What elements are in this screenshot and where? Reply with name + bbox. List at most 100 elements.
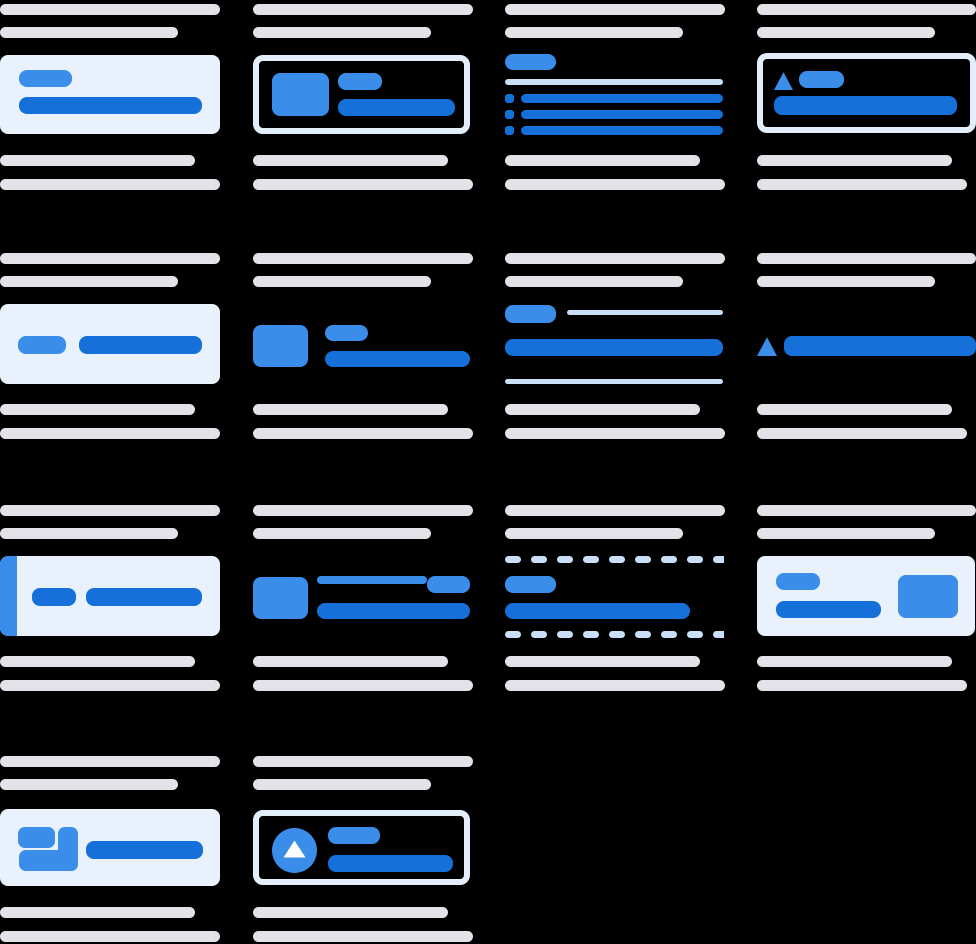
label-pill — [18, 336, 66, 354]
callout-dashed-section — [505, 556, 725, 640]
callout-heading-list — [505, 54, 725, 136]
wireframe-cell — [505, 501, 725, 693]
wireframe-cell — [0, 501, 220, 693]
thumbnail-icon — [272, 73, 329, 116]
callout-filled-compound — [0, 809, 220, 886]
title-pill — [328, 827, 380, 844]
paragraph-line — [505, 528, 683, 539]
paragraph-line — [0, 179, 220, 190]
wireframe-cell — [0, 752, 220, 944]
dashed-rule — [505, 556, 724, 563]
triangle-up-icon — [283, 840, 306, 858]
title-pill — [505, 54, 556, 70]
wireframe-cell — [253, 249, 473, 441]
text-bar — [79, 336, 202, 354]
wireframe-cell — [757, 501, 976, 693]
text-bar — [328, 855, 453, 872]
title-pill — [776, 573, 820, 590]
paragraph-line — [253, 253, 473, 264]
paragraph-line — [505, 656, 700, 667]
paragraph-line — [757, 404, 952, 415]
paragraph-line — [253, 756, 473, 767]
paragraph-line — [505, 505, 725, 516]
paragraph-line — [0, 756, 220, 767]
paragraph-line — [253, 404, 448, 415]
paragraph-line — [253, 505, 473, 516]
callout-outlined-panel — [253, 55, 470, 134]
callout-filled-accent — [0, 556, 220, 636]
text-bar — [86, 841, 203, 859]
rule-line — [505, 379, 723, 384]
text-bar — [86, 588, 202, 606]
warning-triangle-icon — [757, 337, 777, 356]
paragraph-line — [757, 656, 952, 667]
list-text-bar — [521, 110, 723, 119]
paragraph-line — [253, 680, 473, 691]
paragraph-line — [505, 179, 725, 190]
rule-line — [567, 310, 723, 315]
title-pill — [505, 576, 556, 593]
paragraph-line — [757, 276, 935, 287]
accent-stripe — [0, 556, 17, 636]
paragraph-line — [0, 505, 220, 516]
chip-pill — [427, 576, 470, 593]
label-pill — [32, 588, 76, 606]
title-pill — [505, 305, 556, 323]
text-bar — [317, 603, 470, 619]
paragraph-line — [253, 656, 448, 667]
wireframe-cell — [253, 0, 473, 192]
paragraph-line — [0, 931, 220, 942]
paragraph-line — [505, 680, 725, 691]
bullet-dot — [505, 94, 514, 103]
text-bar — [19, 97, 202, 114]
wireframe-cell — [757, 0, 976, 192]
paragraph-line — [253, 179, 473, 190]
paragraph-line — [253, 4, 473, 15]
paragraph-line — [0, 680, 220, 691]
paragraph-line — [757, 505, 976, 516]
callout-thumbnail-chip — [253, 556, 473, 636]
paragraph-line — [505, 428, 725, 439]
callout-filled-inline — [0, 304, 220, 384]
dashed-rule — [505, 631, 724, 638]
paragraph-line — [0, 276, 178, 287]
paragraph-line — [505, 155, 700, 166]
paragraph-line — [757, 428, 967, 439]
circle-triangle-icon — [272, 828, 317, 873]
paragraph-line — [0, 779, 178, 790]
wireframe-cell — [505, 249, 725, 441]
paragraph-line — [505, 4, 725, 15]
paragraph-line — [253, 931, 473, 942]
paragraph-line — [505, 253, 725, 264]
callout-plain-warning — [757, 304, 976, 384]
thumbnail-icon — [253, 325, 308, 367]
text-bar — [505, 339, 723, 356]
compound-shape-icon — [18, 827, 55, 848]
paragraph-line — [757, 528, 935, 539]
paragraph-line — [253, 276, 431, 287]
paragraph-line — [253, 27, 431, 38]
paragraph-line — [757, 155, 952, 166]
divider-rule — [505, 79, 723, 85]
callout-outlined-circle — [253, 810, 470, 885]
paragraph-line — [505, 276, 683, 287]
paragraph-line — [0, 656, 195, 667]
wireframe-cell — [253, 501, 473, 693]
paragraph-line — [253, 528, 431, 539]
paragraph-line — [0, 4, 220, 15]
paragraph-line — [757, 179, 967, 190]
paragraph-line — [0, 253, 220, 264]
media-icon — [898, 575, 958, 618]
title-pill — [338, 73, 382, 90]
wireframe-cell — [0, 249, 220, 441]
text-bar — [338, 99, 455, 116]
callout-filled-media — [757, 556, 975, 636]
paragraph-line — [253, 155, 448, 166]
paragraph-line — [0, 404, 195, 415]
callout-outlined-warning — [757, 53, 976, 133]
paragraph-line — [253, 428, 473, 439]
warning-triangle-icon — [774, 72, 793, 90]
paragraph-line — [0, 428, 220, 439]
paragraph-line — [253, 779, 431, 790]
paragraph-line — [757, 27, 935, 38]
